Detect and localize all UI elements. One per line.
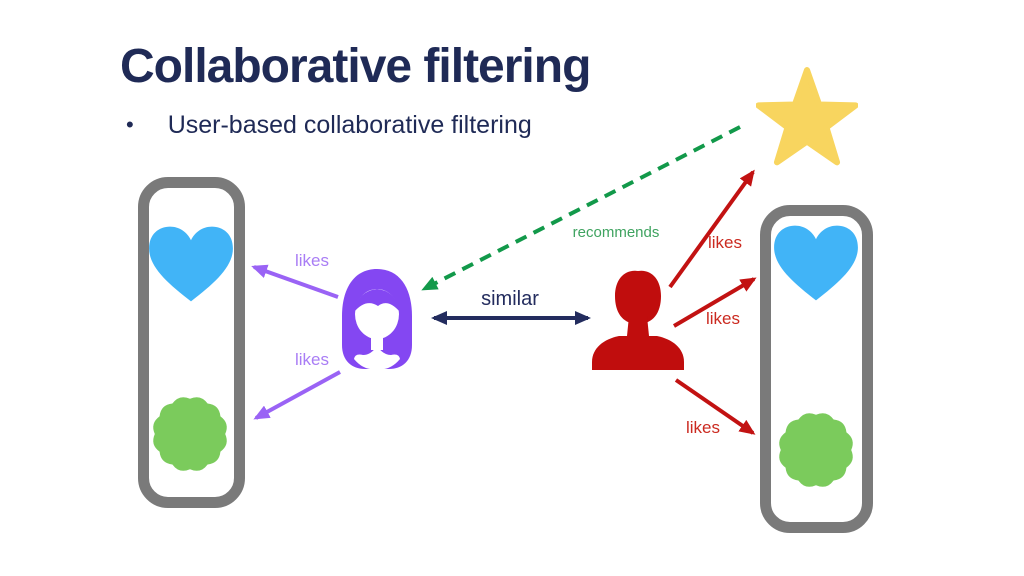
star-icon	[756, 67, 858, 166]
bullet-row: • User-based collaborative filtering	[126, 110, 532, 140]
bullet-text: User-based collaborative filtering	[167, 111, 532, 139]
likes-label-right-blob: likes	[685, 418, 721, 437]
likes-arrow-left-bottom	[253, 370, 341, 420]
man-user-icon	[592, 270, 684, 370]
likes-arrow-left-top	[251, 264, 339, 299]
page-title: Collaborative filtering	[120, 40, 591, 93]
heart-icon	[149, 226, 233, 302]
bullet-marker: •	[126, 112, 134, 137]
heart-icon	[774, 225, 858, 301]
recommends-arrow	[421, 125, 741, 291]
woman-user-icon	[342, 269, 412, 370]
blob-icon	[153, 397, 227, 471]
recommends-label: recommends	[572, 224, 660, 241]
likes-label-left-top: likes	[294, 251, 330, 270]
likes-label-star: likes	[707, 233, 743, 252]
likes-label-left-bottom: likes	[294, 350, 330, 369]
blob-icon	[779, 413, 853, 487]
similar-label: similar	[481, 288, 539, 310]
likes-label-right-heart: likes	[705, 309, 741, 328]
